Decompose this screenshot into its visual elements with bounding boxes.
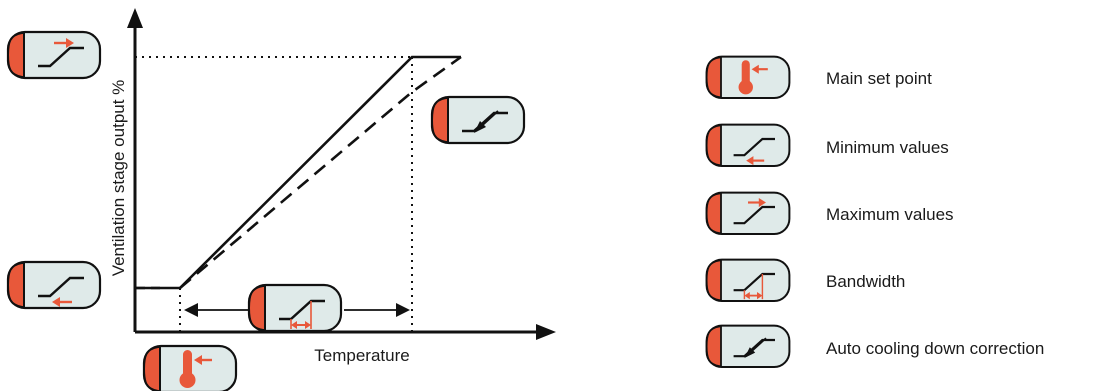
y-axis-label: Ventilation stage output %: [109, 80, 128, 277]
bandwidth-icon: [247, 283, 343, 333]
x-axis-arrow: [536, 324, 556, 340]
maximum-values-icon: [6, 30, 102, 80]
legend-item-main-set-point: Main set point: [826, 69, 932, 88]
minimum-values-icon: [6, 260, 102, 310]
y-axis-arrow: [127, 8, 143, 28]
legend-item-maximum-values: Maximum values: [826, 205, 954, 224]
legend-maximum-values-icon: [705, 191, 791, 235]
auto-cooling-correction-icon: [430, 95, 526, 145]
x-axis-label: Temperature: [314, 346, 409, 365]
legend-thermometer-icon: [705, 55, 791, 99]
bandwidth-arrow-right-head: [396, 303, 410, 317]
legend-item-minimum-values: Minimum values: [826, 138, 949, 157]
legend-item-bandwidth: Bandwidth: [826, 272, 906, 291]
legend-minimum-values-icon: [705, 123, 791, 167]
bandwidth-arrow-left-head: [184, 303, 198, 317]
thermometer-setpoint-icon: [142, 344, 238, 391]
ventilation-curve-dashed: [179, 55, 462, 289]
legend-auto-cooling-correction-icon: [705, 324, 791, 368]
legend-item-auto-cooling: Auto cooling down correction: [826, 339, 1045, 358]
legend-bandwidth-icon: [705, 258, 791, 302]
